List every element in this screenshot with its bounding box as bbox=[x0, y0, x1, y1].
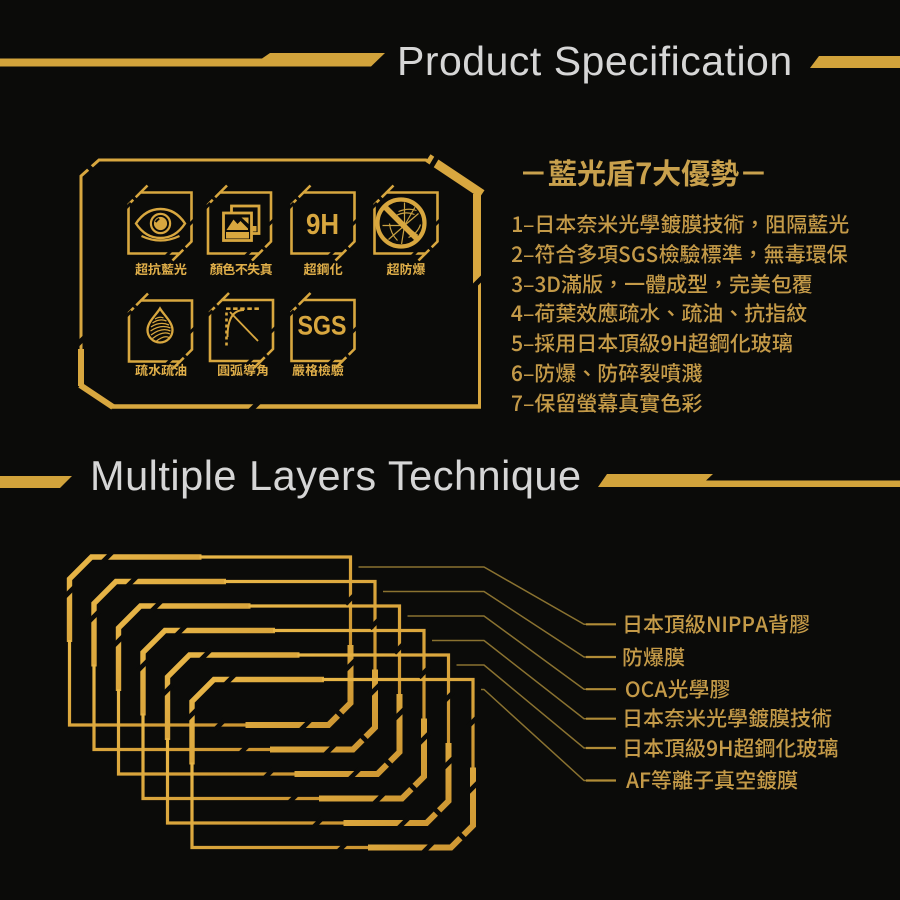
svg-text:SGS: SGS bbox=[298, 310, 347, 340]
svg-text:9H: 9H bbox=[306, 209, 339, 241]
